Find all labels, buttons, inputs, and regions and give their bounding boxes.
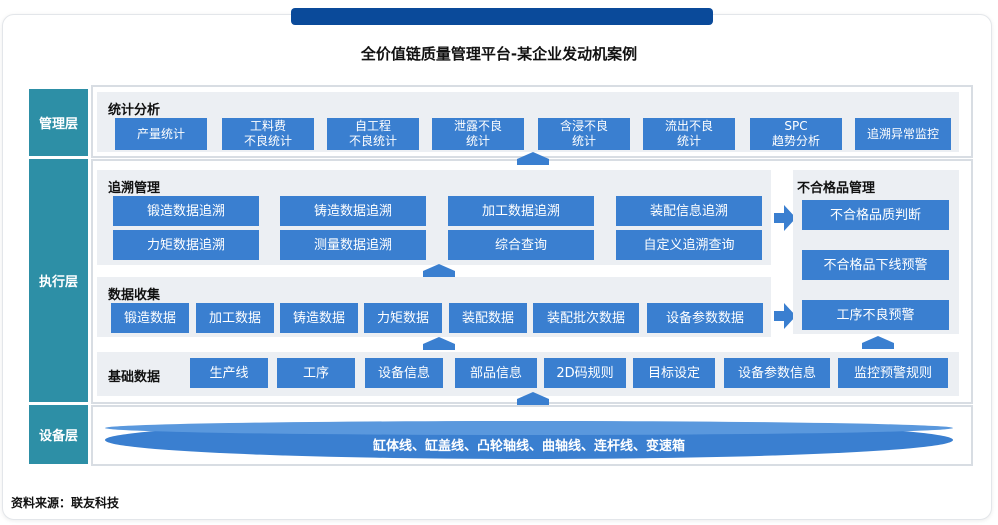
trace-item: 综合查询 [448,230,594,260]
up-arrow-icon [517,152,549,165]
up-arrow-icon [862,336,894,349]
basic-item: 设备参数信息 [724,358,830,388]
stat-item: 追溯异常监控 [855,118,951,150]
basic-item: 监控预警规则 [838,358,948,388]
stat-item: 工料费 不良统计 [222,118,314,150]
up-arrow-icon [517,392,549,405]
trace-item: 铸造数据追溯 [280,196,426,226]
trace-label: 追溯管理 [108,181,161,196]
stat-item: 自工程 不良统计 [327,118,419,150]
basic-item: 设备信息 [365,358,443,388]
nonconform-label: 不合格品管理 [797,181,876,196]
basic-item: 生产线 [190,358,268,388]
source-note: 资料来源：联友科技 [11,496,120,510]
collect-item: 装配数据 [449,303,527,333]
trace-item: 锻造数据追溯 [113,196,259,226]
collect-item: 装配批次数据 [533,303,639,333]
collect-item: 设备参数数据 [647,303,763,333]
nonconform-item: 不合格品下线预警 [802,250,949,280]
layer-equipment: 设备层 [29,405,88,464]
stat-item: 流出不良 统计 [643,118,735,150]
basic-label: 基础数据 [108,370,161,385]
equipment-lines-text: 缸体线、缸盖线、凸轮轴线、曲轴线、连杆线、变速箱 [372,438,685,454]
equipment-lines-cylinder: 缸体线、缸盖线、凸轮轴线、曲轴线、连杆线、变速箱 [105,421,953,459]
stat-item: 泄露不良 统计 [432,118,524,150]
header-bar [291,8,713,25]
basic-item: 2D码规则 [544,358,626,388]
collect-item: 加工数据 [196,303,274,333]
basic-item: 目标设定 [633,358,715,388]
basic-item: 部品信息 [455,358,537,388]
stat-item: 产量统计 [115,118,207,150]
trace-item: 自定义追溯查询 [616,230,762,260]
cylinder-cap [105,421,953,435]
stat-item: SPC 趋势分析 [750,118,842,150]
layer-management: 管理层 [29,89,88,156]
up-arrow-icon [423,264,455,277]
nonconform-item: 工序不良预警 [802,300,949,330]
trace-item: 测量数据追溯 [280,230,426,260]
stat-label: 统计分析 [108,103,161,118]
stat-item: 含浸不良 统计 [538,118,630,150]
trace-item: 装配信息追溯 [616,196,762,226]
up-arrow-icon [423,337,455,350]
collect-item: 力矩数据 [364,303,442,333]
layer-execution: 执行层 [29,159,88,402]
basic-item: 工序 [277,358,355,388]
trace-item: 力矩数据追溯 [113,230,259,260]
nonconform-item: 不合格品质判断 [802,200,949,230]
diagram-title: 全价值链质量管理平台-某企业发动机案例 [360,45,638,63]
collect-label: 数据收集 [108,288,161,303]
collect-item: 锻造数据 [111,303,189,333]
trace-item: 加工数据追溯 [448,196,594,226]
collect-item: 铸造数据 [280,303,358,333]
